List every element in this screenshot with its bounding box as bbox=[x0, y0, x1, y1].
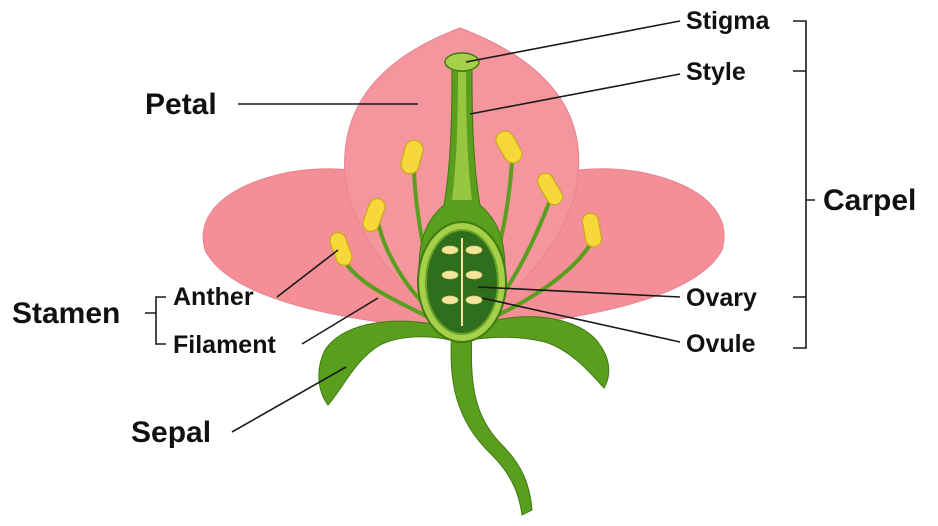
ovule-3 bbox=[442, 271, 458, 279]
ovule-6 bbox=[466, 296, 482, 304]
leader-stigma bbox=[466, 21, 680, 62]
stamen-bracket bbox=[145, 297, 166, 344]
label-style: Style bbox=[686, 58, 746, 86]
ovule-2 bbox=[466, 246, 482, 254]
carpel-bracket bbox=[793, 21, 815, 348]
label-petal: Petal bbox=[145, 88, 217, 121]
label-ovary: Ovary bbox=[686, 284, 757, 312]
label-stigma: Stigma bbox=[686, 7, 770, 35]
sepal-left bbox=[319, 321, 450, 405]
stigma bbox=[445, 53, 479, 71]
ovule-4 bbox=[466, 271, 482, 279]
label-anther: Anther bbox=[173, 283, 254, 311]
stem bbox=[451, 330, 532, 515]
label-carpel: Carpel bbox=[823, 184, 916, 217]
label-sepal: Sepal bbox=[131, 416, 211, 449]
label-ovule: Ovule bbox=[686, 330, 756, 358]
ovule-1 bbox=[442, 246, 458, 254]
label-stamen: Stamen bbox=[12, 297, 120, 330]
ovule-5 bbox=[442, 296, 458, 304]
label-filament: Filament bbox=[173, 331, 276, 359]
